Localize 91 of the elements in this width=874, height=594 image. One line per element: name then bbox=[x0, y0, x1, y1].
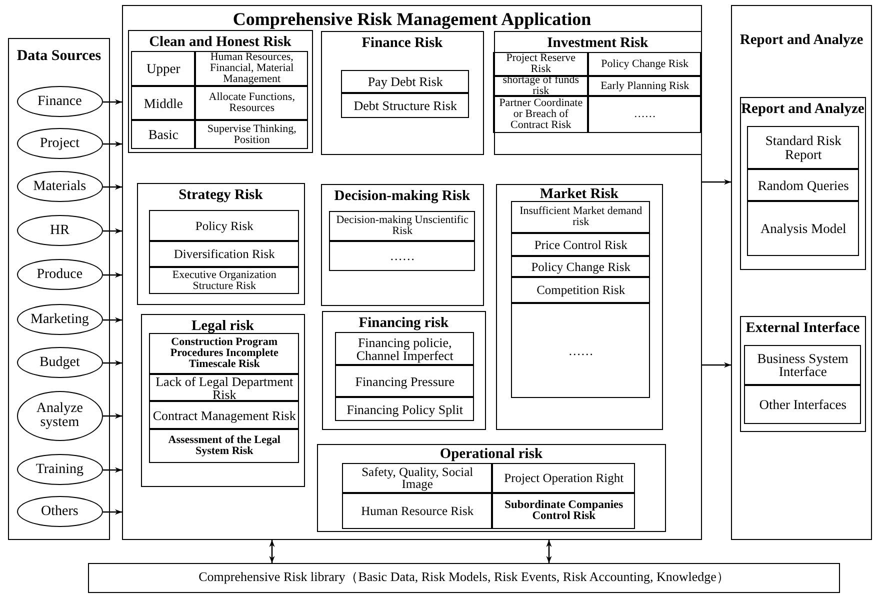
risk-group-box bbox=[740, 96, 866, 270]
section-heading: Data Sources bbox=[16, 48, 102, 64]
risk-cell: Subordinate Companies Control Risk bbox=[492, 493, 636, 530]
arrow bbox=[103, 413, 122, 419]
risk-cell: Policy Change Risk bbox=[588, 52, 702, 76]
risk-cell: Middle bbox=[131, 86, 196, 120]
source-ellipse: Others bbox=[16, 496, 103, 528]
arrow bbox=[103, 99, 122, 105]
section-heading: Market Risk bbox=[540, 186, 618, 203]
risk-cell: Insufficient Market demand risk bbox=[511, 201, 650, 234]
risk-cell: Policy Change Risk bbox=[511, 256, 650, 278]
source-ellipse: Finance bbox=[16, 86, 103, 118]
source-ellipse: Budget bbox=[16, 347, 103, 378]
risk-group-box bbox=[740, 316, 866, 432]
library-box: Comprehensive Risk library（Basic Data, Risk Models, Risk Events, Risk Accounting, Knowledge） bbox=[88, 563, 840, 593]
section-heading: Report and Analyze bbox=[741, 102, 864, 118]
arrow bbox=[103, 467, 122, 473]
risk-cell: Project Operation Right bbox=[492, 463, 636, 494]
risk-cell: Price Control Risk bbox=[511, 233, 650, 256]
section-heading: Investment Risk bbox=[547, 36, 648, 52]
risk-cell: …… bbox=[329, 241, 476, 272]
risk-group-box bbox=[320, 30, 484, 155]
risk-cell: Financing policie, Channel Imperfect bbox=[335, 332, 474, 366]
risk-cell: Random Queries bbox=[747, 169, 860, 202]
arrow bbox=[103, 272, 122, 278]
risk-group-box bbox=[128, 30, 313, 153]
source-ellipse: Analyze system bbox=[16, 390, 103, 441]
risk-cell: Debt Structure Risk bbox=[341, 93, 470, 118]
source-ellipse: Training bbox=[16, 454, 103, 486]
section-heading: External Interface bbox=[746, 320, 860, 337]
risk-cell: Construction Program Procedures Incomplete Timescale Risk bbox=[149, 333, 300, 374]
risk-cell: …… bbox=[588, 96, 702, 134]
risk-cell: Financing Pressure bbox=[335, 365, 474, 398]
risk-cell: Upper bbox=[131, 51, 196, 86]
source-ellipse: HR bbox=[16, 215, 103, 246]
arrow bbox=[269, 540, 275, 563]
risk-group-box bbox=[496, 184, 663, 430]
output-panel bbox=[731, 5, 872, 540]
application-panel bbox=[122, 5, 702, 540]
section-heading: Clean and Honest Risk bbox=[149, 34, 292, 51]
risk-cell: Early Planning Risk bbox=[588, 76, 702, 96]
risk-cell: Human Resources, Financial, Material Management bbox=[195, 51, 308, 86]
risk-cell: Basic bbox=[131, 120, 196, 150]
risk-cell: …… bbox=[511, 303, 650, 398]
risk-cell: Decision-making Unscientific Risk bbox=[329, 211, 476, 242]
section-heading: Report and Analyze bbox=[740, 33, 864, 49]
risk-group-box bbox=[320, 184, 484, 306]
arrow bbox=[103, 360, 122, 366]
risk-cell: Lack of Legal Department Risk bbox=[149, 374, 300, 402]
risk-cell: Supervise Thinking, Position bbox=[195, 120, 308, 150]
risk-group-box bbox=[316, 444, 666, 532]
risk-cell: Competition Risk bbox=[511, 277, 650, 304]
arrow bbox=[103, 184, 122, 190]
risk-cell: Analysis Model bbox=[747, 201, 860, 256]
section-heading: Finance Risk bbox=[362, 36, 443, 52]
source-ellipse: Produce bbox=[16, 259, 103, 290]
risk-group-box bbox=[136, 182, 305, 305]
risk-cell: Business System Interface bbox=[744, 345, 862, 386]
risk-cell: Other Interfaces bbox=[744, 385, 862, 424]
arrow bbox=[103, 141, 122, 147]
risk-cell: Executive Organization Structure Risk bbox=[149, 267, 300, 294]
risk-cell: Safety, Quality, Social Image bbox=[342, 463, 492, 494]
arrow bbox=[103, 228, 122, 234]
risk-cell: Standard Risk Report bbox=[747, 126, 860, 170]
risk-cell: Policy Risk bbox=[149, 210, 300, 242]
risk-cell: Assessment of the Legal System Risk bbox=[149, 429, 300, 464]
source-ellipse: Marketing bbox=[16, 304, 103, 336]
risk-group-box bbox=[322, 310, 486, 430]
risk-group-box bbox=[494, 30, 702, 155]
source-panel bbox=[8, 38, 110, 540]
source-ellipse: Materials bbox=[16, 171, 103, 202]
risk-cell: Diversification Risk bbox=[149, 241, 300, 268]
source-ellipse: Project bbox=[16, 128, 103, 160]
section-heading: Decision-making Risk bbox=[334, 188, 470, 205]
arrow bbox=[702, 179, 731, 185]
risk-cell: Contract Management Risk bbox=[149, 401, 300, 430]
risk-cell: Partner Coordinate or Breach of Contract Risk bbox=[493, 96, 588, 134]
arrow bbox=[702, 362, 731, 368]
risk-cell: Pay Debt Risk bbox=[341, 70, 470, 94]
section-heading: Operational risk bbox=[440, 446, 543, 463]
section-heading: Legal risk bbox=[191, 318, 254, 335]
section-heading: Financing risk bbox=[358, 316, 449, 332]
section-heading: Comprehensive Risk Management Application bbox=[232, 10, 592, 30]
arrow bbox=[546, 540, 552, 563]
risk-cell: Human Resource Risk bbox=[342, 493, 492, 530]
risk-group-box bbox=[140, 314, 305, 487]
risk-cell: Allocate Functions, Resources bbox=[195, 86, 308, 120]
risk-cell: Financing Policy Split bbox=[335, 397, 474, 422]
arrow bbox=[103, 509, 122, 515]
section-heading: Strategy Risk bbox=[178, 188, 263, 204]
arrow bbox=[103, 317, 122, 323]
